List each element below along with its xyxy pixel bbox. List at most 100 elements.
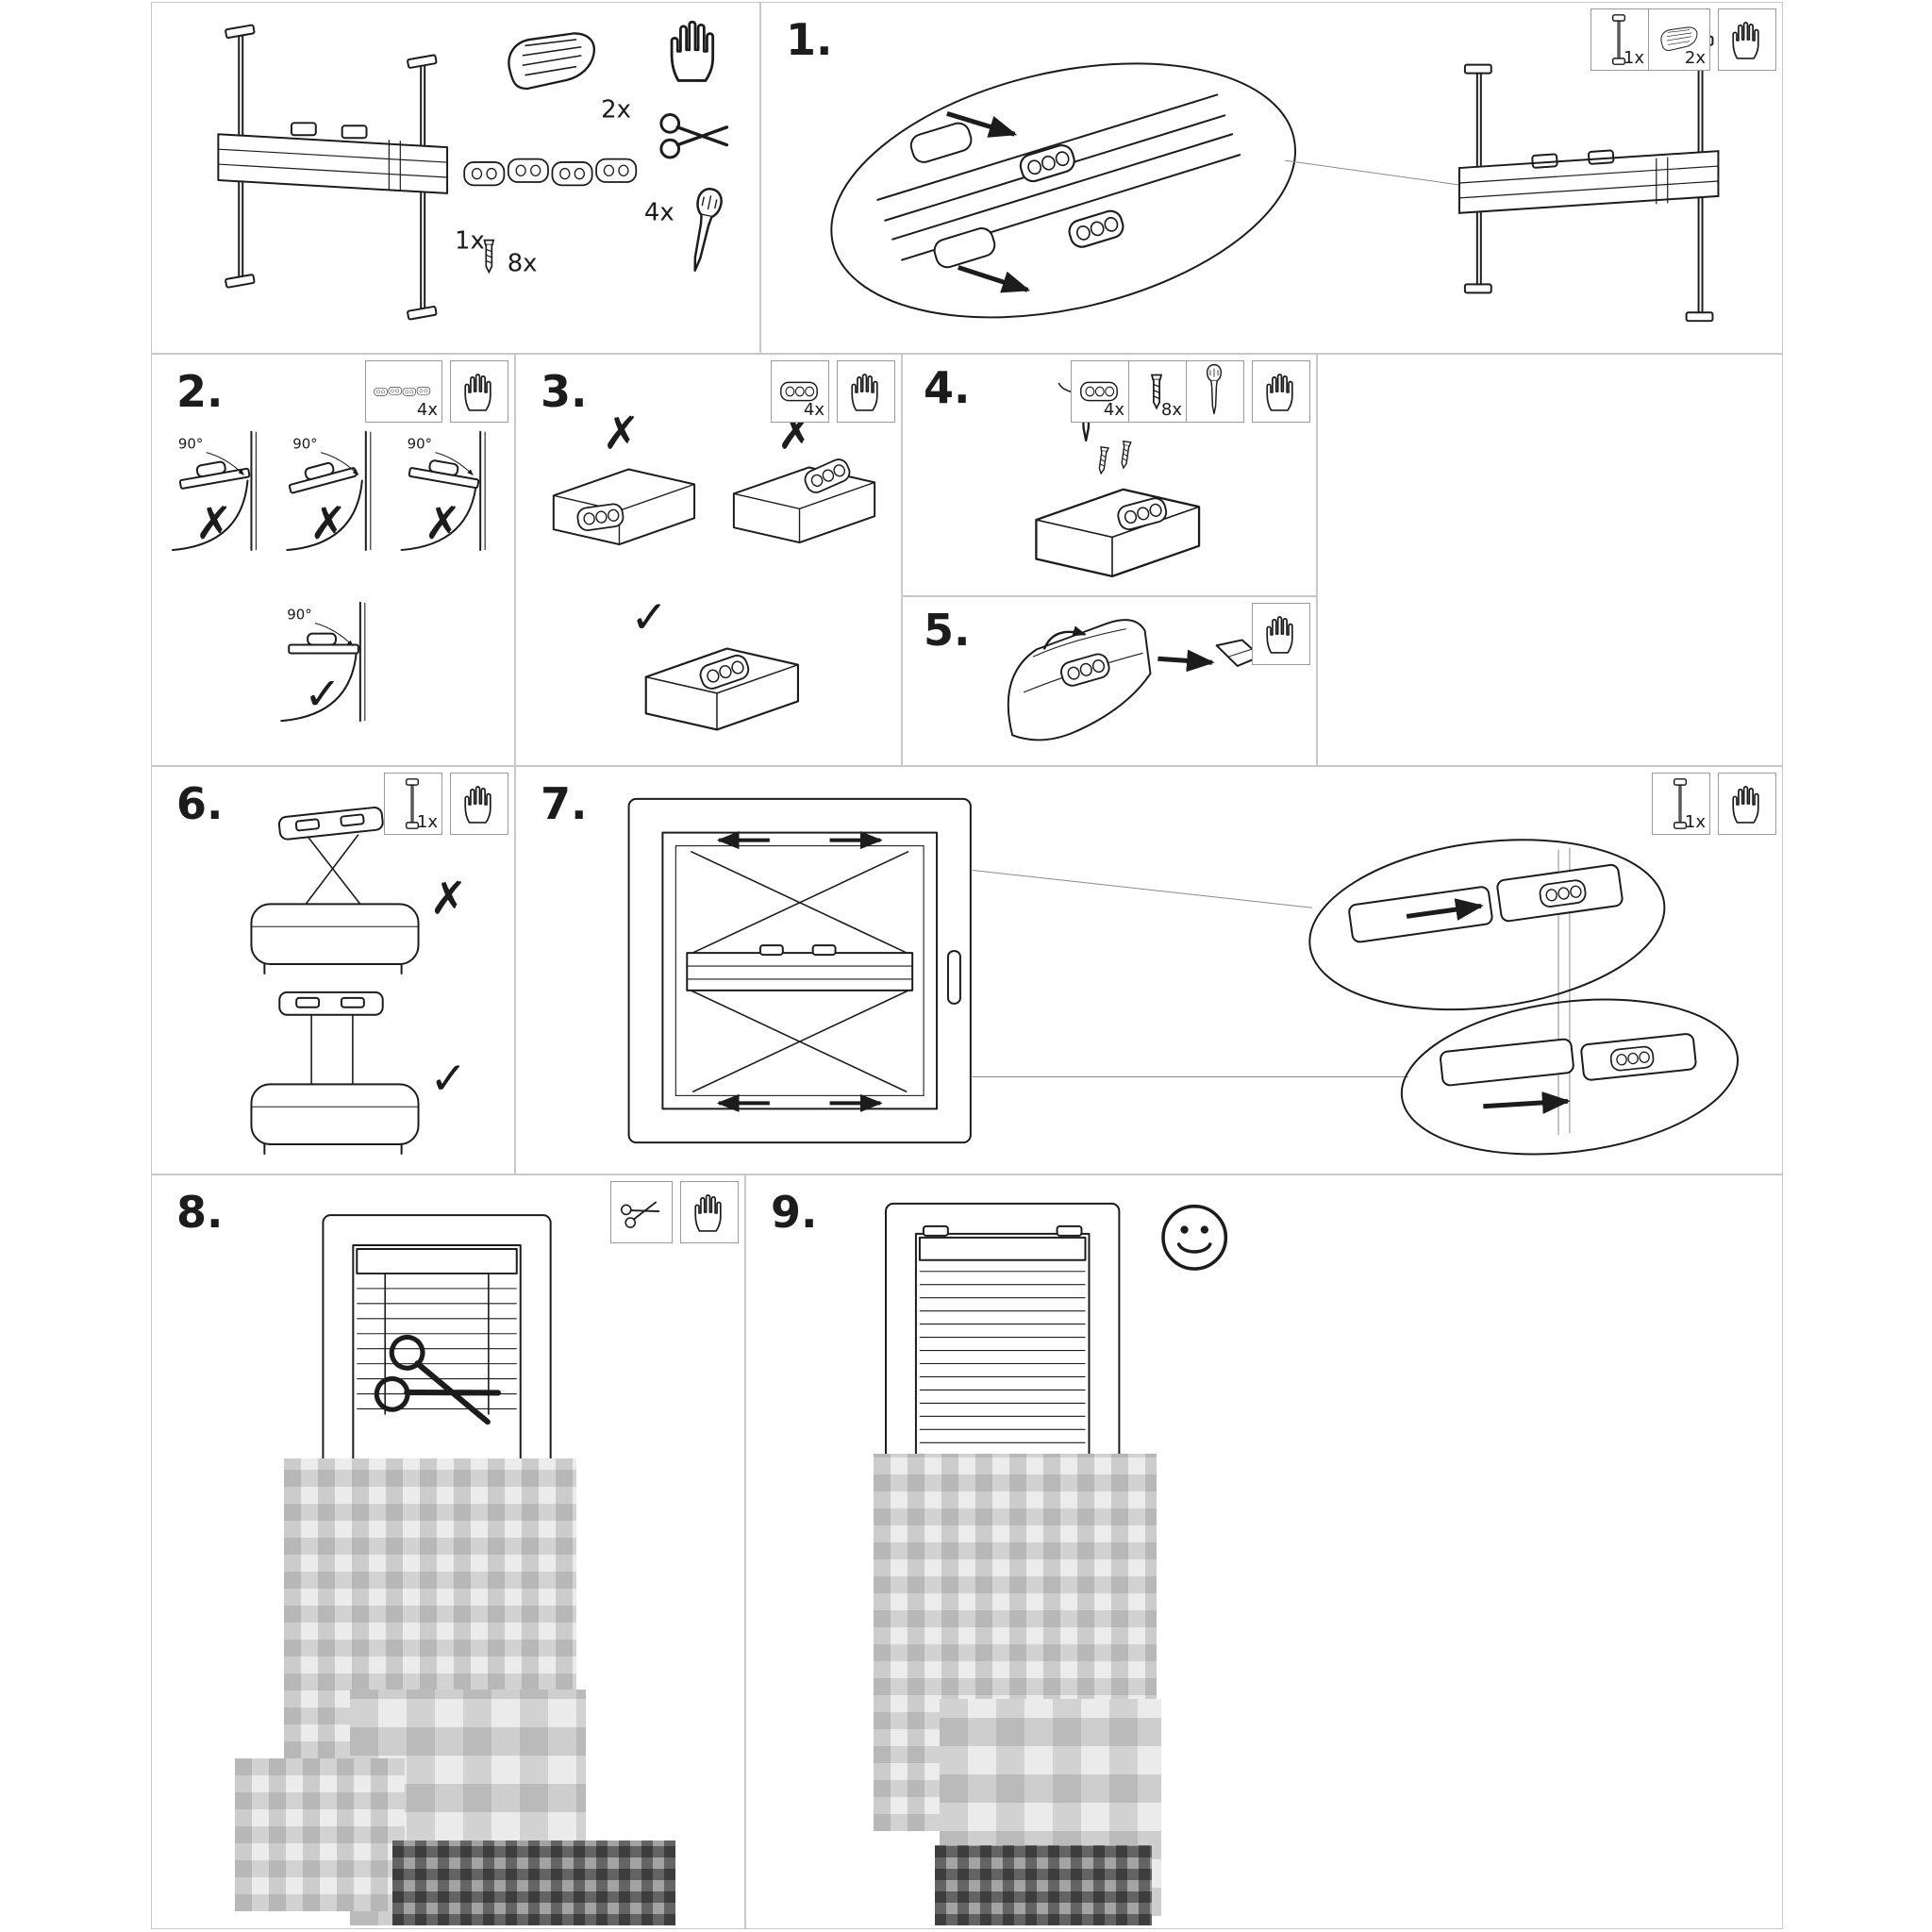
slide-arrow	[1483, 1091, 1571, 1114]
tool-hand	[1252, 360, 1310, 423]
screw-qty-label: 8x	[508, 249, 538, 277]
leader-line	[1284, 159, 1473, 188]
step-6-toolbar: 1x	[384, 773, 508, 835]
hand-icon	[691, 1191, 726, 1233]
slide-arrow	[1406, 898, 1484, 921]
angle-label: 90°	[408, 436, 432, 453]
rail-profile-lines	[876, 93, 1241, 261]
panel-step-4: 4. 4x 8x	[902, 354, 1317, 596]
step-4-toolbar: 4x 8x	[1071, 360, 1310, 423]
top-clip-qty-label: 2x	[601, 95, 631, 124]
leader-line	[972, 869, 1313, 908]
step-2-toolbar: 4x	[365, 360, 508, 423]
wrong-mark: ✗	[309, 498, 347, 550]
step-number: 2.	[176, 366, 224, 417]
hand-icon	[1262, 371, 1298, 412]
magnifier-ellipse	[830, 62, 1297, 319]
tool-hand	[1718, 8, 1776, 71]
step-5-drawing	[1007, 619, 1255, 741]
tool-qty: 1x	[1623, 48, 1644, 68]
hand-icon	[670, 20, 715, 82]
step-number: 6.	[176, 778, 224, 829]
slide-nut	[933, 227, 996, 269]
angle-diagram-wrong-2: 90° ✗	[286, 430, 372, 552]
parts-overview-drawing: 1x 2x 4x 8x	[217, 20, 729, 321]
step-number: 1.	[786, 14, 833, 65]
right-mark: ✓	[630, 592, 668, 644]
angle-diagram-wrong-1: 90° ✗	[171, 430, 257, 552]
wrong-mark: ✗	[424, 498, 461, 550]
step-number: 9.	[771, 1187, 818, 1238]
rail-assembly-drawing	[217, 24, 449, 321]
tool-hand	[450, 360, 508, 423]
hand-icon	[460, 783, 496, 824]
panel-step-8: 8.	[151, 1174, 745, 1929]
wrong-mark: ✗	[195, 498, 233, 550]
step-1-toolbar: 1x 2x	[1591, 8, 1776, 71]
screw-icon	[1096, 446, 1109, 475]
top-clip-icon	[508, 32, 596, 91]
hand-icon	[460, 371, 496, 412]
panel-step-3: ✗ ✗ ✓ 3. 4x	[515, 354, 902, 766]
cap-wrong-drawing	[250, 807, 420, 974]
slide-arrow	[958, 265, 1031, 293]
pixelated-region	[235, 1758, 405, 1911]
cap-correct-drawing	[250, 991, 420, 1155]
pleat-lines	[919, 1271, 1086, 1443]
step-7-toolbar: 1x	[1652, 773, 1776, 835]
tool-hand	[1718, 773, 1776, 835]
tool-hand	[680, 1181, 739, 1243]
tool-qty: 1x	[1684, 812, 1706, 832]
screw-icon	[483, 239, 495, 274]
panel-step-1: 1. 1x 2x	[760, 2, 1783, 354]
tool-side-rail: 1x	[1652, 773, 1710, 835]
cassette-wrong-edge	[732, 456, 876, 544]
tool-bracket: 4x	[1071, 360, 1129, 423]
hand-icon	[1728, 19, 1764, 60]
bracket-sliding-in	[1016, 142, 1078, 186]
hand-icon	[847, 371, 883, 412]
tool-screw: 8x	[1128, 360, 1187, 423]
step-5-toolbar	[1252, 603, 1310, 665]
scissors-icon	[659, 112, 729, 159]
tool-top-clip: 2x	[1648, 8, 1710, 71]
step-number: 7.	[541, 778, 588, 829]
smiley-icon	[1161, 1204, 1228, 1271]
tool-hand	[1252, 603, 1310, 665]
scissors-icon	[615, 1191, 666, 1234]
right-mark: ✓	[304, 669, 341, 721]
angle-label: 90°	[178, 436, 203, 453]
top-channel-detail	[1348, 863, 1624, 943]
panel-step-6: ✗ ✓ 6. 1x	[151, 766, 515, 1174]
slide-arrow	[946, 110, 1018, 138]
magnifier-ellipse-top	[1308, 839, 1666, 1011]
pixelated-region	[392, 1840, 675, 1925]
pixelated-region	[935, 1845, 1152, 1925]
wrong-mark: ✗	[602, 408, 640, 460]
bracket-sliding-in	[1065, 207, 1127, 251]
step-3-toolbar: 4x	[771, 360, 895, 423]
slide-nut	[909, 122, 973, 163]
wrong-mark: ✗	[429, 873, 467, 924]
bracket-strip-icon	[374, 385, 432, 398]
rail-assembly-qty-label: 1x	[455, 227, 485, 256]
step-number: 8.	[176, 1187, 224, 1238]
cassette-corner-drawing	[1007, 619, 1152, 741]
screw-icon	[1119, 441, 1132, 470]
tool-bracket: 4x	[771, 360, 829, 423]
magnifier-ellipse-bottom	[1400, 998, 1740, 1156]
rail-assembly-drawing	[1457, 35, 1720, 323]
cassette-wrong-front	[552, 468, 696, 546]
panel-step-2: 90° ✗ 90° ✗ 90° ✗	[151, 354, 515, 766]
hand-icon	[1728, 783, 1764, 824]
step-1-drawing	[830, 35, 1720, 323]
window-handle	[946, 950, 961, 1005]
step-number: 4.	[924, 362, 971, 413]
tool-side-rail: 1x	[384, 773, 442, 835]
bracket-strip-icon	[463, 158, 638, 187]
tool-qty: 4x	[1103, 400, 1124, 420]
step-number: 3.	[541, 366, 588, 417]
tool-screwdriver	[1186, 360, 1244, 423]
bracket-strip-qty-label: 4x	[644, 199, 675, 227]
